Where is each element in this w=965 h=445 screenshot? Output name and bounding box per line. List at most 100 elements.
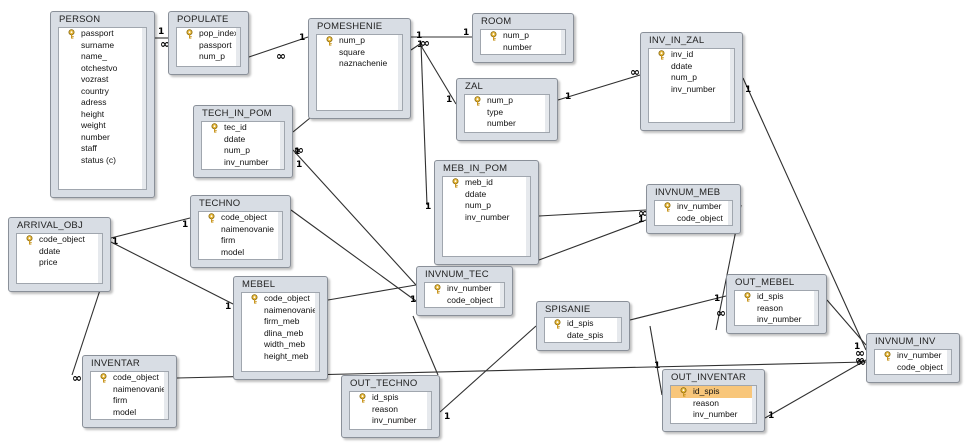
- field-row[interactable]: inv_number: [350, 415, 431, 427]
- field-row[interactable]: ddate: [443, 189, 530, 201]
- field-row[interactable]: width_meb: [242, 339, 319, 351]
- field-row[interactable]: num_p: [481, 30, 565, 42]
- relationship-line[interactable]: [327, 284, 417, 301]
- relationship-line[interactable]: [557, 74, 641, 101]
- field-row[interactable]: num_p: [443, 200, 530, 212]
- field-row[interactable]: inv_number: [875, 350, 951, 362]
- field-row[interactable]: firm_meb: [242, 316, 319, 328]
- field-row[interactable]: otchestvo: [59, 63, 146, 75]
- relationship-line[interactable]: [764, 359, 867, 419]
- field-row[interactable]: inv_number: [655, 201, 732, 213]
- field-row[interactable]: code_object: [91, 372, 168, 384]
- field-row[interactable]: country: [59, 86, 146, 98]
- relationship-line[interactable]: [419, 43, 457, 105]
- field-row[interactable]: weight: [59, 120, 146, 132]
- field-row[interactable]: naimenovanie: [91, 384, 168, 396]
- scrollbar[interactable]: [526, 177, 530, 256]
- field-row[interactable]: name_: [59, 51, 146, 63]
- field-row[interactable]: number: [465, 118, 549, 130]
- field-row[interactable]: inv_number: [735, 314, 818, 325]
- field-row[interactable]: inv_id: [649, 49, 734, 61]
- field-row[interactable]: num_p: [317, 35, 402, 47]
- field-row[interactable]: reason: [735, 303, 818, 315]
- field-row[interactable]: inv_number: [443, 212, 530, 224]
- scrollbar[interactable]: [427, 392, 431, 429]
- field-row[interactable]: ddate: [202, 134, 284, 146]
- field-row[interactable]: code_object: [425, 295, 504, 307]
- scrollbar[interactable]: [752, 386, 756, 423]
- scrollbar[interactable]: [398, 35, 402, 110]
- field-row[interactable]: naimenovanie: [242, 305, 319, 317]
- field-row[interactable]: pop_index: [177, 28, 240, 40]
- field-row[interactable]: inv_number: [425, 283, 504, 295]
- field-row[interactable]: tec_id: [202, 122, 284, 134]
- scrollbar[interactable]: [315, 293, 319, 371]
- field-row[interactable]: id_spis: [671, 386, 756, 398]
- field-row[interactable]: ddate: [17, 246, 102, 258]
- field-row[interactable]: code_object: [17, 234, 102, 246]
- relationship-line[interactable]: [826, 299, 867, 346]
- field-row[interactable]: firm: [199, 235, 282, 247]
- relationship-line[interactable]: [110, 217, 191, 239]
- scrollbar[interactable]: [98, 234, 102, 283]
- field-row[interactable]: surname: [59, 40, 146, 52]
- relationship-line[interactable]: [538, 209, 647, 217]
- field-row[interactable]: num_p: [649, 72, 734, 84]
- field-row[interactable]: square: [317, 47, 402, 59]
- field-row[interactable]: type: [465, 107, 549, 119]
- field-row[interactable]: model: [199, 247, 282, 259]
- relationship-line[interactable]: [742, 77, 867, 351]
- scrollbar[interactable]: [561, 30, 565, 54]
- relationship-line[interactable]: [412, 315, 439, 376]
- field-row[interactable]: naimenovanie: [199, 224, 282, 236]
- field-row[interactable]: code_object: [242, 293, 319, 305]
- field-row[interactable]: ddate: [649, 61, 734, 73]
- field-row[interactable]: num_p: [202, 145, 284, 157]
- field-row[interactable]: code_object: [199, 212, 282, 224]
- field-row[interactable]: height: [59, 109, 146, 121]
- scrollbar[interactable]: [947, 350, 951, 374]
- relationship-line[interactable]: [248, 36, 309, 58]
- relationship-line[interactable]: [292, 149, 417, 286]
- scrollbar[interactable]: [500, 283, 504, 307]
- relationship-line[interactable]: [71, 289, 101, 376]
- field-row[interactable]: price: [17, 257, 102, 269]
- field-row[interactable]: passport: [177, 40, 240, 52]
- field-row[interactable]: id_spis: [545, 318, 621, 330]
- field-row[interactable]: code_object: [655, 213, 732, 225]
- scrollbar[interactable]: [142, 28, 146, 189]
- relationship-line[interactable]: [290, 209, 417, 302]
- field-row[interactable]: reason: [350, 404, 431, 416]
- relationship-line[interactable]: [439, 325, 537, 413]
- field-row[interactable]: vozrast: [59, 74, 146, 86]
- scrollbar[interactable]: [164, 372, 168, 419]
- field-row[interactable]: adress: [59, 97, 146, 109]
- field-row[interactable]: meb_id: [443, 177, 530, 189]
